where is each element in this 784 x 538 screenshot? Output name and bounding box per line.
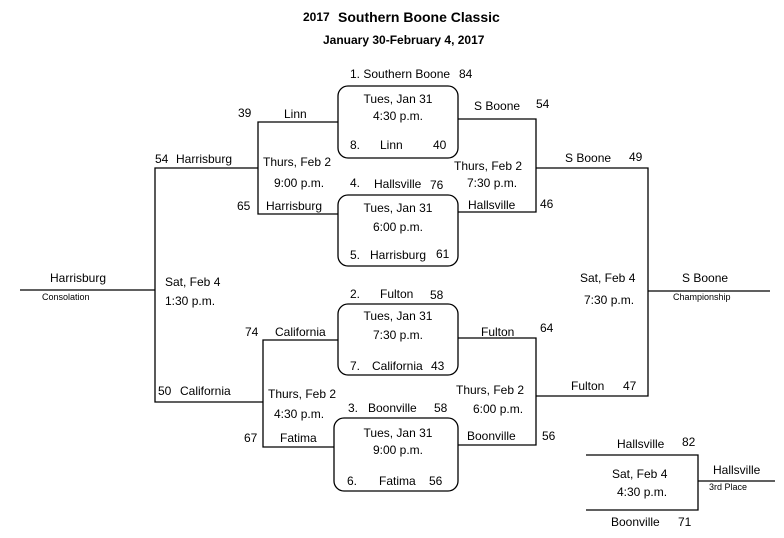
cons-game-day: Sat, Feb 4 <box>165 275 221 289</box>
g3-top-score: 58 <box>430 288 444 302</box>
rb-game-time: 6:00 p.m. <box>473 402 523 416</box>
rt-game-day: Thurs, Feb 2 <box>454 159 522 173</box>
g1-day: Tues, Jan 31 <box>364 92 433 106</box>
g4-bot-score: 56 <box>429 474 443 488</box>
championship-winner: S Boone <box>682 271 728 285</box>
cons-game-time: 1:30 p.m. <box>165 294 215 308</box>
championship-connector <box>536 167 649 397</box>
g3-bot-score: 43 <box>431 359 445 373</box>
g3-bot-team: California <box>372 359 423 373</box>
lt1-score: 39 <box>238 106 252 120</box>
consolation-connector <box>154 167 263 403</box>
rt2-team: Hallsville <box>468 198 516 212</box>
lb2-team: Fatima <box>280 431 317 445</box>
champ1-score: 49 <box>629 150 643 164</box>
g2-bot-score: 61 <box>436 247 450 261</box>
g1-bot-team: Linn <box>380 138 403 152</box>
lt1-team: Linn <box>284 107 307 121</box>
third1-team: Hallsville <box>617 437 665 451</box>
g4-top-seed: 3. <box>348 401 358 415</box>
g3-time: 7:30 p.m. <box>373 328 423 342</box>
g2-top-seed: 4. <box>350 176 360 190</box>
rt1-team: S Boone <box>474 99 520 113</box>
header-title: Southern Boone Classic <box>338 9 500 25</box>
lb-game-day: Thurs, Feb 2 <box>268 387 336 401</box>
right-top-connector <box>458 118 537 213</box>
g1-bot-score: 40 <box>433 138 447 152</box>
rb2-score: 56 <box>542 429 556 443</box>
rb2-team: Boonville <box>467 429 516 443</box>
lt-game-day: Thurs, Feb 2 <box>263 155 331 169</box>
lb1-score: 74 <box>245 325 259 339</box>
rt1-score: 54 <box>536 97 550 111</box>
game-box-2 <box>337 194 459 267</box>
g4-top-score: 58 <box>434 401 448 415</box>
g4-top-team: Boonville <box>368 401 417 415</box>
champ1-team: S Boone <box>565 151 611 165</box>
g2-time: 6:00 p.m. <box>373 220 423 234</box>
g1-time: 4:30 p.m. <box>373 109 423 123</box>
third2-team: Boonville <box>611 515 660 529</box>
g1-top-team: 1. Southern Boone <box>350 67 450 81</box>
g2-bot-seed: 5. <box>350 248 360 262</box>
third2-score: 71 <box>678 515 692 529</box>
third-game-day: Sat, Feb 4 <box>612 467 668 481</box>
g3-top-seed: 2. <box>350 287 360 301</box>
champ-game-time: 7:30 p.m. <box>584 293 634 307</box>
rt2-score: 46 <box>540 197 554 211</box>
rb1-team: Fulton <box>481 325 514 339</box>
champ2-score: 47 <box>623 379 637 393</box>
g2-bot-team: Harrisburg <box>370 248 426 262</box>
g4-time: 9:00 p.m. <box>373 443 423 457</box>
g1-bot-seed: 8. <box>350 138 360 152</box>
header-year: 2017 <box>303 10 330 24</box>
champ-game-day: Sat, Feb 4 <box>580 271 636 285</box>
g4-bot-team: Fatima <box>379 474 416 488</box>
rt-game-time: 7:30 p.m. <box>467 176 517 190</box>
consolation-label: Consolation <box>42 292 90 302</box>
champ2-team: Fulton <box>571 379 604 393</box>
g3-top-team: Fulton <box>380 287 413 301</box>
left-bottom-connector <box>262 339 338 448</box>
lb-game-time: 4:30 p.m. <box>274 407 324 421</box>
third-place-connector <box>586 454 699 511</box>
cons2-team: California <box>180 384 231 398</box>
lt2-score: 65 <box>237 199 251 213</box>
right-bottom-connector <box>458 337 537 446</box>
third-place-winner: Hallsville <box>713 463 761 477</box>
consolation-winner: Harrisburg <box>50 271 106 285</box>
g4-bot-seed: 6. <box>347 474 357 488</box>
cons1-score: 54 <box>155 152 169 166</box>
g3-bot-seed: 7. <box>350 359 360 373</box>
lb1-team: California <box>275 325 326 339</box>
third-game-time: 4:30 p.m. <box>617 485 667 499</box>
lt-game-time: 9:00 p.m. <box>274 176 324 190</box>
g4-day: Tues, Jan 31 <box>364 426 433 440</box>
lb2-score: 67 <box>244 431 258 445</box>
rb-game-day: Thurs, Feb 2 <box>456 383 524 397</box>
lt2-team: Harrisburg <box>266 199 322 213</box>
g2-top-score: 76 <box>430 178 444 192</box>
game-box-4 <box>333 417 459 492</box>
g2-day: Tues, Jan 31 <box>364 201 433 215</box>
cons2-score: 50 <box>158 384 172 398</box>
header-dates: January 30-February 4, 2017 <box>323 33 485 47</box>
third-place-label: 3rd Place <box>709 482 747 492</box>
third1-score: 82 <box>682 435 696 449</box>
g1-top-score: 84 <box>459 67 473 81</box>
rb1-score: 64 <box>540 321 554 335</box>
cons1-team: Harrisburg <box>176 152 232 166</box>
g2-top-team: Hallsville <box>374 177 422 191</box>
g3-day: Tues, Jan 31 <box>364 309 433 323</box>
championship-label: Championship <box>673 292 731 302</box>
